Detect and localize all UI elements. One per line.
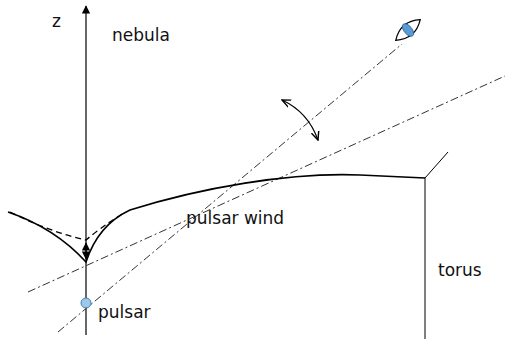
z-axis xyxy=(85,6,86,335)
axis-label: z xyxy=(52,13,61,30)
observer-eye xyxy=(391,14,425,46)
region-label: nebula xyxy=(112,27,170,44)
line-of-sight xyxy=(58,44,402,332)
angle-arrow xyxy=(282,100,318,140)
torus-boundary xyxy=(425,178,426,339)
region-label: torus xyxy=(438,262,482,279)
pulsar-dot xyxy=(81,298,91,308)
torus-edge xyxy=(425,152,448,178)
dashed-shock xyxy=(10,212,122,240)
shock-tangent xyxy=(28,76,505,292)
termination-shock xyxy=(8,175,425,262)
cusp-arrow xyxy=(85,243,86,259)
object-label: pulsar xyxy=(98,304,151,321)
region-label: pulsar wind xyxy=(186,210,284,227)
